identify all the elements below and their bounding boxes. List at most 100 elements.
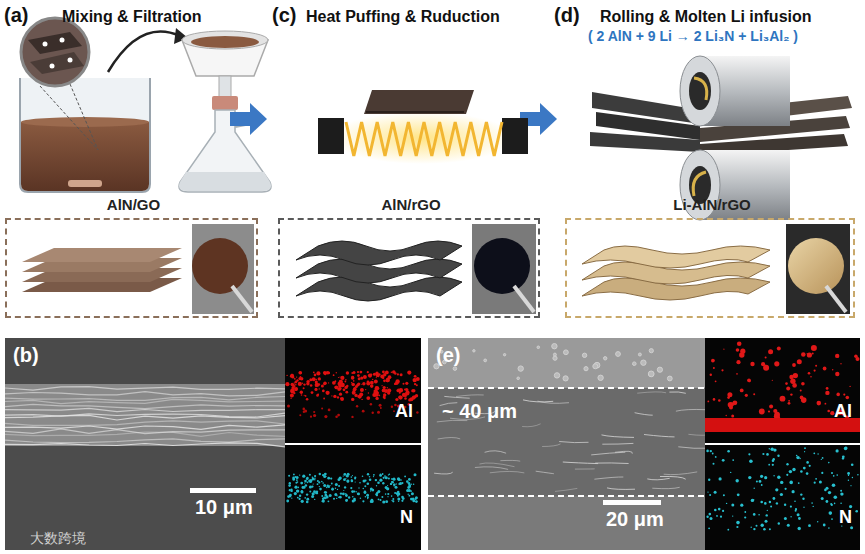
illustration-path: [179, 172, 271, 191]
eds-dot: [803, 507, 804, 508]
eds-dot: [335, 488, 336, 489]
eds-dot: [289, 482, 291, 484]
eds-dot: [384, 397, 386, 399]
eds-dot: [330, 478, 332, 480]
eds-dot: [794, 501, 796, 503]
eds-dot: [357, 396, 359, 398]
eds-dot: [727, 529, 729, 531]
illustration-rect: [428, 496, 705, 550]
eds-dot: [756, 525, 758, 527]
illustration-ellipse: [330, 112, 514, 164]
eds-dot: [825, 391, 829, 395]
eds-dot: [323, 371, 327, 375]
eds-dot: [373, 474, 375, 476]
eds-dot: [806, 461, 809, 464]
sem-texture: [641, 360, 646, 365]
eds-dot: [290, 389, 294, 393]
eds-dot: [723, 349, 724, 350]
sem-texture: [5, 415, 285, 420]
eds-dot: [801, 382, 805, 386]
panel-label: Al: [834, 401, 852, 422]
eds-dot: [786, 387, 790, 391]
illustration-rect: [212, 96, 238, 110]
sem-texture: [647, 478, 669, 480]
eds-dot: [392, 478, 395, 481]
eds-dot: [807, 352, 812, 357]
eds-dot: [299, 495, 301, 497]
eds-dot: [410, 498, 413, 501]
eds-dot: [361, 399, 362, 400]
illustration-line: [428, 387, 705, 389]
eds-dot: [769, 448, 770, 449]
eds-dot: [385, 493, 387, 495]
panel-label: 10 μm: [195, 496, 253, 519]
eds-dot: [316, 371, 320, 375]
panel-heading: Li-AlN/rGO: [673, 196, 751, 213]
eds-dot: [842, 455, 845, 458]
eds-dot: [801, 397, 807, 403]
sem-texture: [438, 438, 461, 439]
eds-dot: [296, 479, 298, 481]
eds-dot: [362, 500, 364, 502]
eds-dot: [761, 484, 763, 486]
eds-dot: [299, 371, 302, 374]
eds-dot: [327, 477, 330, 480]
eds-dot: [768, 464, 770, 466]
eds-dot: [792, 490, 795, 493]
eds-dot: [831, 472, 833, 474]
eds-dot: [377, 411, 380, 414]
illustration-g: [5, 387, 285, 447]
eds-dot: [335, 483, 338, 486]
eds-dot: [731, 415, 734, 418]
eds-dot: [729, 405, 733, 409]
illustration-g: [434, 344, 713, 492]
eds-dot: [770, 505, 772, 507]
eds-dot: [760, 475, 763, 478]
sem-texture: [518, 366, 523, 371]
photo: [472, 224, 536, 314]
eds-dot: [855, 510, 858, 513]
sem-texture: [593, 364, 598, 369]
eds-dot: [413, 483, 415, 485]
eds-dot: [338, 384, 342, 388]
eds-dot: [288, 484, 291, 487]
eds-dot: [304, 480, 307, 483]
eds-dot: [798, 482, 800, 484]
eds-dot: [736, 479, 739, 482]
sem-texture: [637, 392, 666, 393]
eds-dot: [360, 497, 362, 499]
eds-dot: [375, 479, 377, 481]
sem-texture: [5, 387, 285, 391]
eds-dot: [340, 397, 342, 399]
eds-dot: [346, 499, 348, 501]
eds-dot: [296, 376, 297, 377]
sem-texture: [444, 396, 469, 398]
eds-dot: [790, 379, 795, 384]
eds-dot: [302, 475, 305, 478]
eds-dot: [392, 500, 394, 502]
eds-dot: [291, 376, 294, 379]
eds-dot: [298, 377, 301, 380]
eds-dot: [749, 460, 753, 464]
eds-dot: [304, 395, 305, 396]
eds-dot: [790, 506, 792, 508]
eds-dot: [348, 496, 350, 498]
eds-dot: [371, 500, 374, 503]
eds-dot: [753, 528, 755, 530]
eds-dot: [376, 485, 377, 486]
eds-dot: [845, 447, 848, 450]
eds-dot: [398, 478, 401, 481]
eds-dot: [740, 504, 743, 507]
eds-dot: [730, 472, 731, 473]
eds-dot: [736, 360, 740, 364]
eds-dot: [733, 400, 738, 405]
eds-dot: [362, 410, 365, 413]
eds-dot: [848, 480, 849, 481]
sem-texture: [657, 367, 662, 372]
eds-dot: [382, 385, 383, 386]
eds-dot: [355, 481, 356, 482]
illustration-circle: [43, 42, 48, 47]
eds-dot: [303, 383, 305, 385]
illustration-rect: [5, 446, 285, 550]
eds-dot: [323, 390, 325, 392]
